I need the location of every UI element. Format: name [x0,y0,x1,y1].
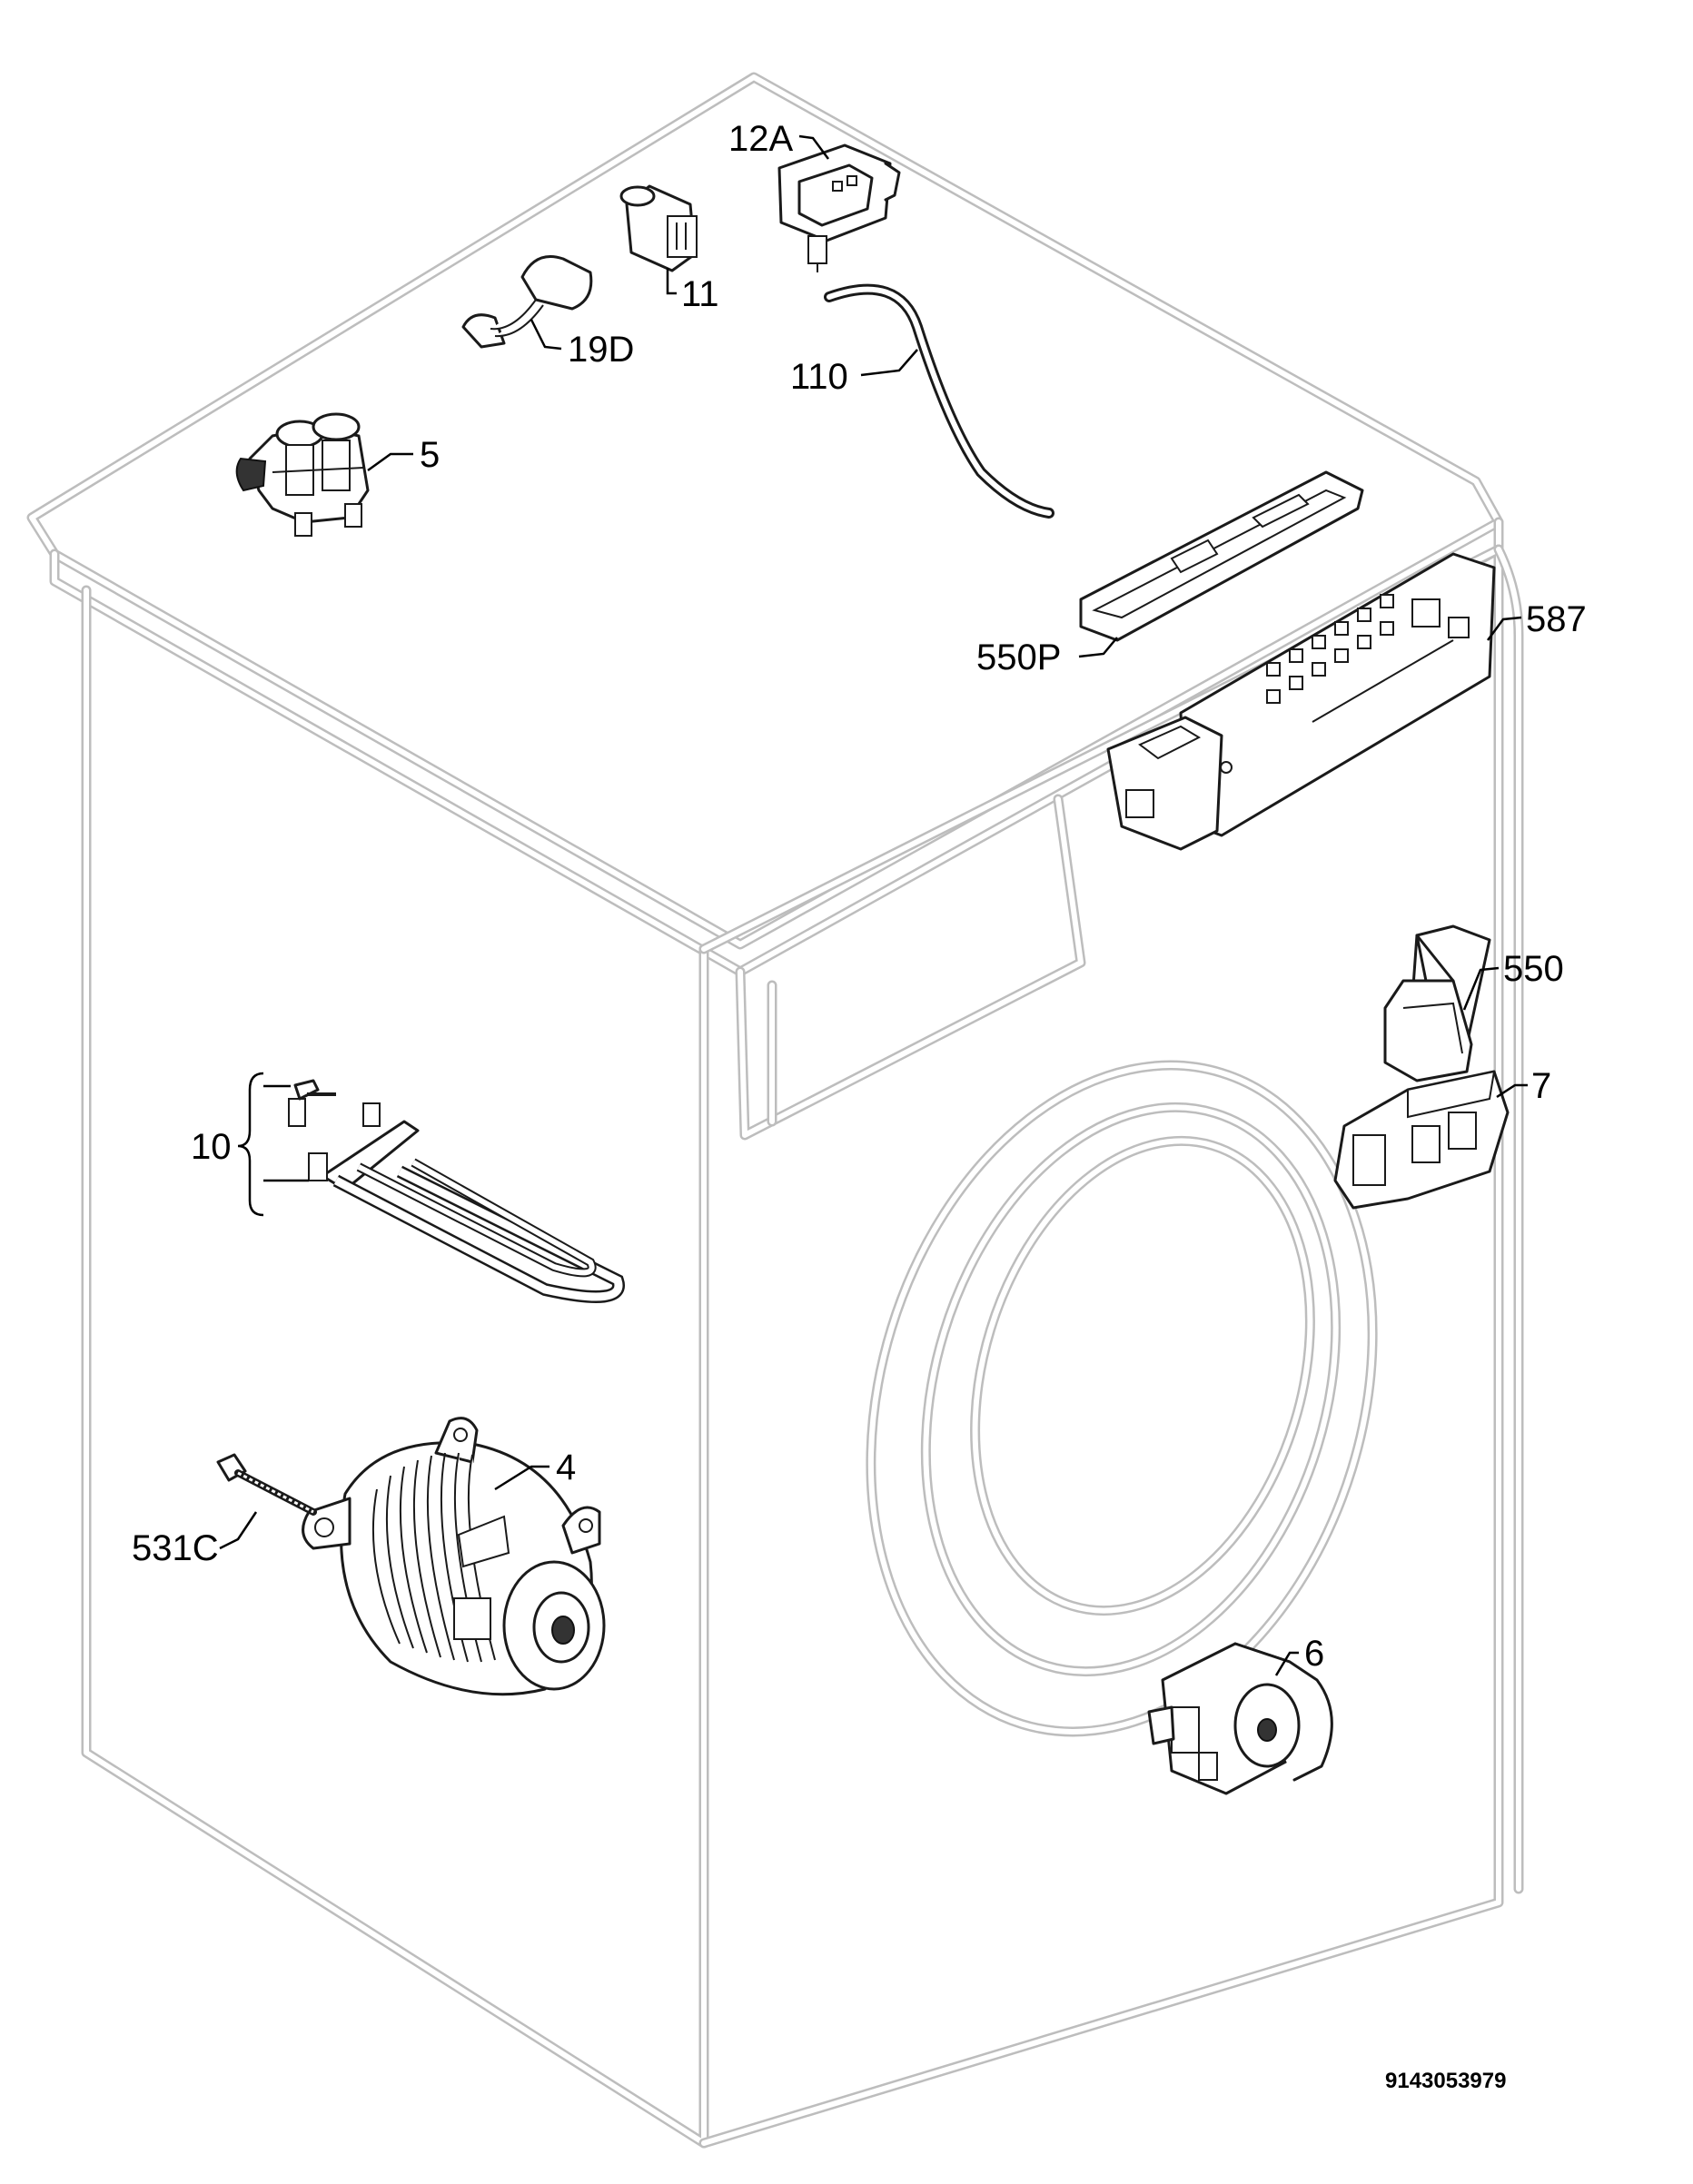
label-19D: 19D [568,330,634,370]
label-587: 587 [1526,599,1587,639]
screw-part-531C [216,1453,317,1516]
inlet-valve-part-5 [235,412,370,537]
diagram-reference-code: 9143053979 [1385,2069,1506,2093]
label-6: 6 [1304,1634,1324,1674]
label-110: 110 [790,357,848,397]
label-550P: 550P [976,637,1061,677]
panel-bracket-part-550P [1079,470,1364,642]
heating-element-part-10 [288,1079,625,1303]
drain-pump-part-6 [1147,1642,1333,1795]
label-550: 550 [1503,949,1564,989]
label-4: 4 [556,1448,576,1487]
label-11: 11 [681,274,719,314]
label-5: 5 [420,435,440,475]
label-12A: 12A [728,119,793,159]
control-board-part-587 [1106,552,1496,851]
label-531C: 531C [132,1528,219,1568]
pressure-switch-part-12A [777,143,901,272]
pressure-hose-part-110 [824,283,1054,519]
interference-filter-part-11 [619,184,698,272]
door-lock-part-7 [1333,1070,1510,1210]
leader-lines [219,134,1528,1676]
door-handle-part-550 [1383,924,1491,1082]
washer-cabinet-outline [26,72,1524,2149]
part-number-labels: 12A 11 19D 110 5 550P 587 550 7 10 4 531… [132,119,1587,2093]
label-10: 10 [191,1127,232,1167]
label-7: 7 [1531,1066,1551,1106]
motor-part-4 [302,1417,606,1696]
cable-grommet-part-19D [461,255,593,349]
